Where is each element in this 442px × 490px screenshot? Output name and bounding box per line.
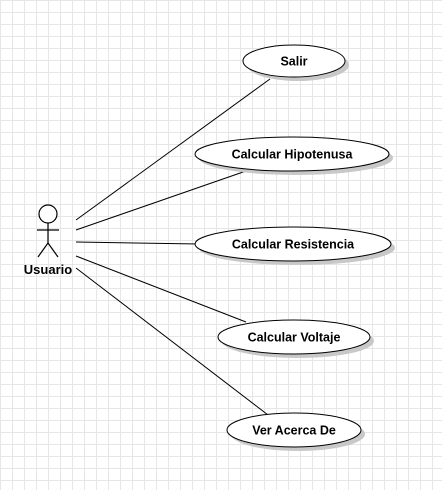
actor-right-leg (47, 242, 59, 258)
actor-head (38, 204, 58, 224)
use-case-ellipse (194, 226, 392, 262)
use-case-label: Calcular Voltaje (248, 331, 341, 345)
use-case-label: Salir (280, 55, 307, 69)
use-case-ellipse (217, 319, 371, 355)
association-resistencia (75, 241, 200, 245)
use-case-label: Ver Acerca De (252, 424, 336, 438)
associations (75, 78, 273, 419)
association-voltaje (75, 255, 247, 323)
actor-left-leg (37, 242, 49, 258)
use-case-ellipse (194, 136, 390, 172)
use-case-ellipse (226, 412, 362, 448)
use-case-resistencia[interactable]: Calcular Resistencia (194, 226, 395, 265)
use-case-ellipse (242, 44, 346, 78)
actor-figure[interactable] (37, 204, 59, 258)
association-acerca (75, 267, 273, 419)
use-case-hipotenusa[interactable]: Calcular Hipotenusa (194, 136, 393, 175)
association-hipotenusa (75, 170, 247, 231)
association-salir (75, 78, 271, 221)
use-case-label: Calcular Resistencia (232, 238, 355, 252)
actor-label: Usuario (23, 262, 73, 277)
use-case-salir[interactable]: Salir (242, 44, 349, 81)
use-case-voltaje[interactable]: Calcular Voltaje (217, 319, 374, 358)
use-case-acerca[interactable]: Ver Acerca De (226, 412, 365, 451)
use-case-label: Calcular Hipotenusa (232, 148, 354, 162)
